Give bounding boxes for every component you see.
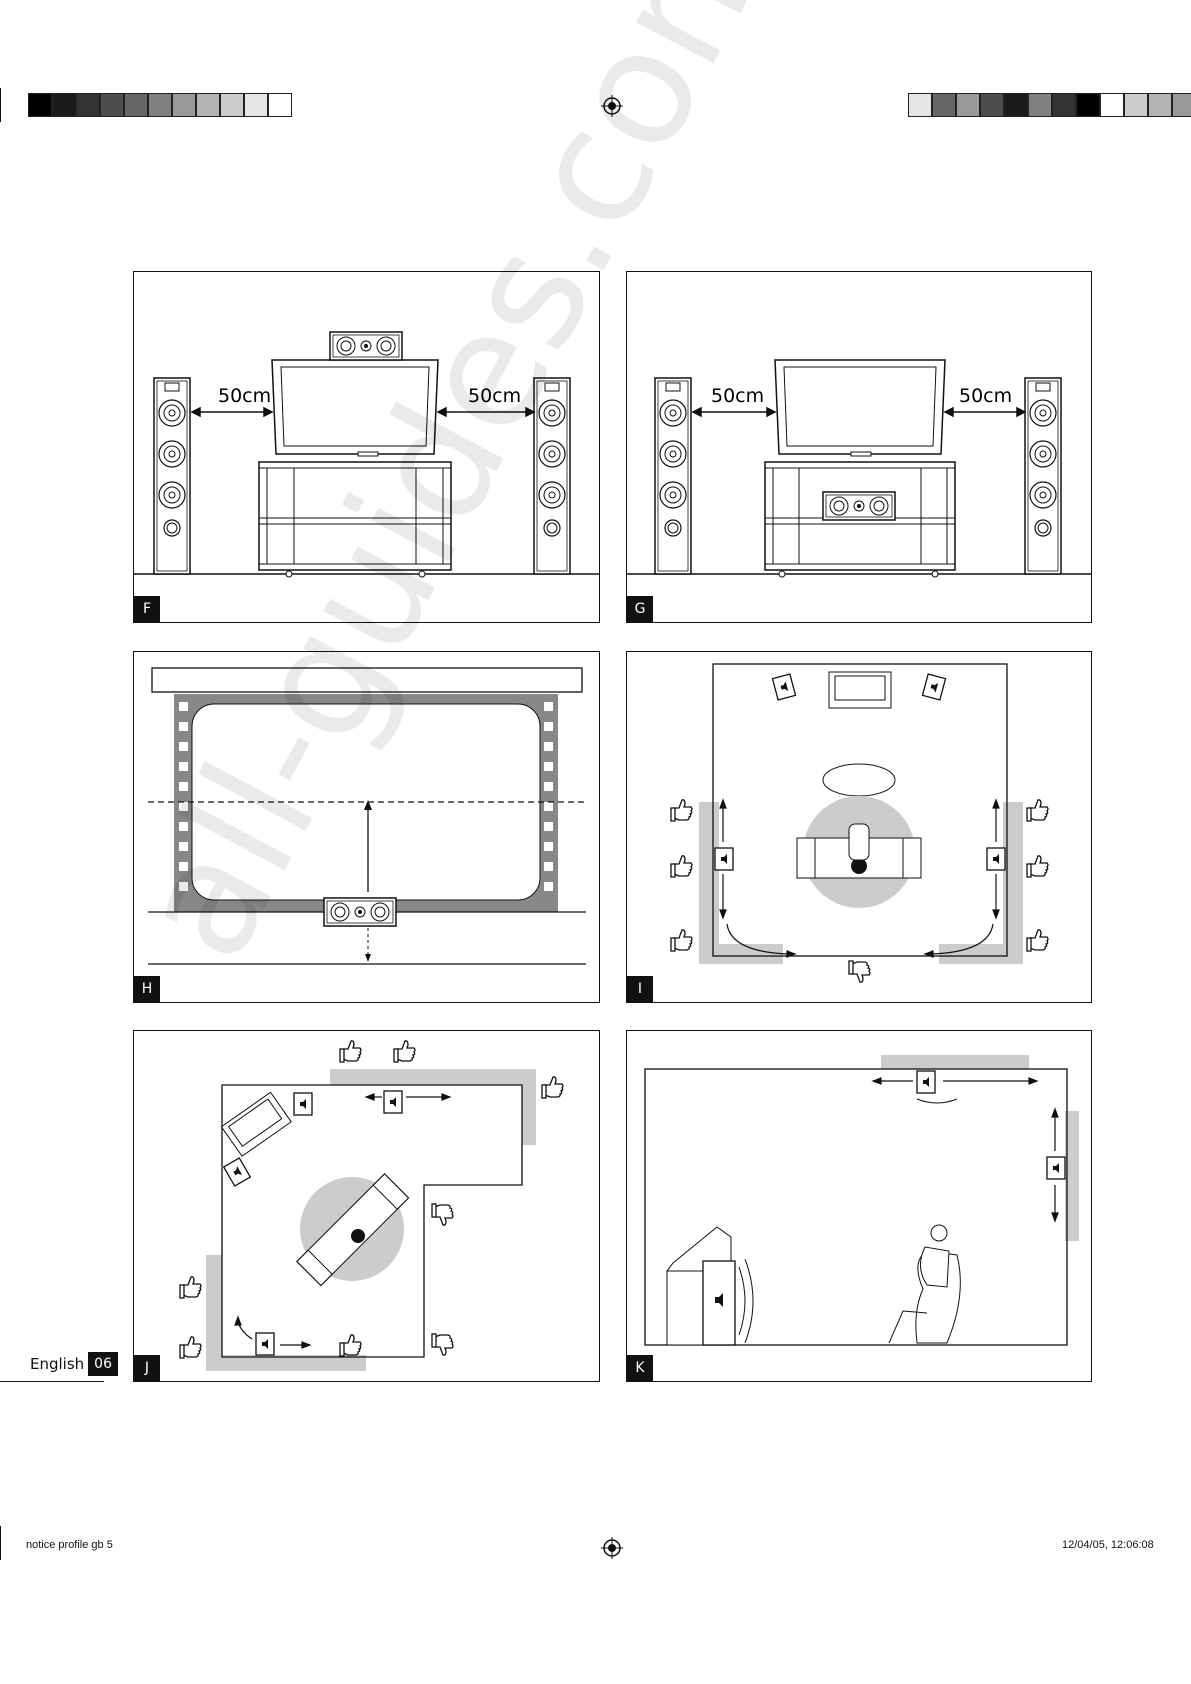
panel-label: F bbox=[134, 596, 160, 622]
panel-label: I bbox=[627, 976, 653, 1002]
thumbs-down-icon bbox=[849, 961, 870, 982]
diagram-panel-k: K bbox=[626, 1030, 1092, 1382]
thumbs-down-icon bbox=[432, 1204, 453, 1225]
registration-swatch bbox=[980, 93, 1004, 117]
language-label: English bbox=[30, 1355, 84, 1373]
thumbs-up-icon bbox=[394, 1041, 415, 1062]
registration-swatch bbox=[52, 93, 76, 117]
footer-file-name: notice profile gb 5 bbox=[26, 1539, 113, 1551]
language-tab: English 06 bbox=[30, 1352, 118, 1376]
thumbs-up-icon bbox=[1027, 856, 1048, 877]
registration-swatch bbox=[196, 93, 220, 117]
panel-label: G bbox=[627, 596, 653, 622]
registration-swatch bbox=[172, 93, 196, 117]
registration-swatch bbox=[1028, 93, 1052, 117]
thumbs-up-icon bbox=[1027, 930, 1048, 951]
registration-bars-left bbox=[28, 93, 292, 119]
language-tab-rule bbox=[0, 1381, 104, 1382]
page-number: 06 bbox=[88, 1352, 118, 1376]
center-speaker-icon bbox=[324, 898, 396, 926]
registration-swatch bbox=[932, 93, 956, 117]
thumbs-up-icon bbox=[1027, 800, 1048, 821]
thumbs-up-icon bbox=[180, 1337, 201, 1358]
thumbs-up-icon bbox=[180, 1277, 201, 1298]
registration-swatch bbox=[1172, 93, 1191, 117]
registration-swatch bbox=[220, 93, 244, 117]
thumbs-up-icon bbox=[671, 800, 692, 821]
registration-swatch bbox=[1004, 93, 1028, 117]
crop-mark-bottom-left bbox=[0, 1526, 1, 1560]
registration-swatch bbox=[1076, 93, 1100, 117]
registration-swatch bbox=[244, 93, 268, 117]
crop-mark-left bbox=[0, 88, 1, 122]
thumbs-up-icon bbox=[340, 1335, 361, 1356]
registration-swatch bbox=[1052, 93, 1076, 117]
registration-swatch bbox=[76, 93, 100, 117]
registration-swatch bbox=[124, 93, 148, 117]
center-speaker-icon bbox=[823, 492, 895, 520]
registration-swatch bbox=[908, 93, 932, 117]
registration-bars-right bbox=[908, 93, 1191, 119]
thumbs-down-icon bbox=[432, 1334, 453, 1355]
thumbs-up-icon bbox=[671, 856, 692, 877]
footer-timestamp: 12/04/05, 12:06:08 bbox=[1062, 1539, 1154, 1551]
panel-label: J bbox=[134, 1355, 160, 1381]
tv-icon bbox=[829, 672, 891, 708]
distance-label-left: 50cm bbox=[711, 385, 764, 407]
diagram-panel-i: I bbox=[626, 651, 1092, 1003]
panel-label: K bbox=[627, 1355, 653, 1381]
listener-icon bbox=[849, 824, 869, 874]
listener-icon bbox=[889, 1225, 960, 1343]
registration-swatch bbox=[100, 93, 124, 117]
diagram-panel-j: J bbox=[133, 1030, 600, 1382]
registration-swatch bbox=[1148, 93, 1172, 117]
registration-swatch bbox=[1100, 93, 1124, 117]
tv-icon bbox=[221, 1092, 291, 1156]
registration-swatch bbox=[148, 93, 172, 117]
thumbs-up-icon bbox=[542, 1077, 563, 1098]
registration-mark-icon bbox=[601, 1537, 623, 1559]
distance-label-left: 50cm bbox=[218, 385, 271, 407]
registration-swatch bbox=[268, 93, 292, 117]
thumbs-up-icon bbox=[671, 930, 692, 951]
registration-swatch bbox=[956, 93, 980, 117]
registration-swatch bbox=[1124, 93, 1148, 117]
tv-icon bbox=[775, 360, 945, 456]
distance-label-right: 50cm bbox=[959, 385, 1012, 407]
diagram-panel-g: 50cm 50cm G bbox=[626, 271, 1092, 623]
thumbs-up-icon bbox=[340, 1041, 361, 1062]
panel-label: H bbox=[134, 976, 160, 1002]
registration-swatch bbox=[28, 93, 52, 117]
